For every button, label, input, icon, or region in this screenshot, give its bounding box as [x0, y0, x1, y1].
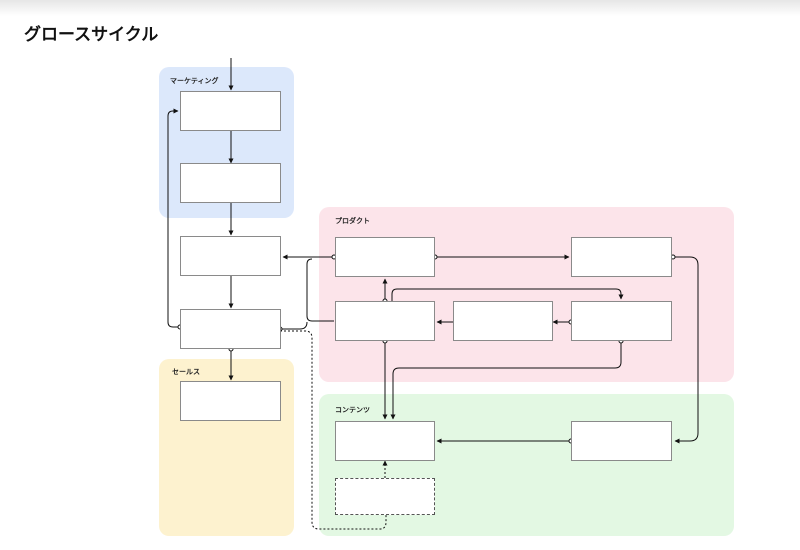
- node-marketing-2[interactable]: [180, 163, 281, 203]
- node-4[interactable]: [180, 309, 281, 349]
- node-content-1[interactable]: [335, 421, 435, 461]
- node-3[interactable]: [180, 236, 281, 276]
- node-product-4[interactable]: [453, 301, 553, 341]
- window-top-bar: [0, 0, 800, 16]
- node-product-3[interactable]: [335, 301, 435, 341]
- region-product: [319, 207, 734, 382]
- node-product-1[interactable]: [335, 237, 435, 277]
- region-label-product: プロダクト: [335, 218, 370, 225]
- edge-n9-n4: [306, 258, 334, 322]
- node-sales-1[interactable]: [180, 381, 281, 421]
- node-product-5[interactable]: [571, 301, 672, 341]
- page-title: グロースサイクル: [24, 25, 159, 44]
- node-content-2[interactable]: [571, 421, 672, 461]
- edge-n4-n1-loop: [167, 108, 180, 328]
- edge-n4-n13-dotted: [280, 330, 387, 530]
- annotation-note-1: [452, 186, 582, 192]
- annotation-note-2: [605, 165, 765, 195]
- edge-n8-loop: [391, 288, 624, 301]
- region-label-sales: セールス: [172, 369, 200, 376]
- edge-n4-n9: [280, 321, 308, 330]
- region-label-marketing: マーケティング: [170, 78, 219, 85]
- edge-n10-n11: [390, 341, 622, 420]
- node-content-dashed[interactable]: [335, 478, 435, 515]
- node-product-2[interactable]: [571, 237, 672, 277]
- node-marketing-1[interactable]: [180, 91, 281, 131]
- edge-n7-n8: [673, 256, 699, 444]
- region-label-content: コンテンツ: [335, 407, 370, 414]
